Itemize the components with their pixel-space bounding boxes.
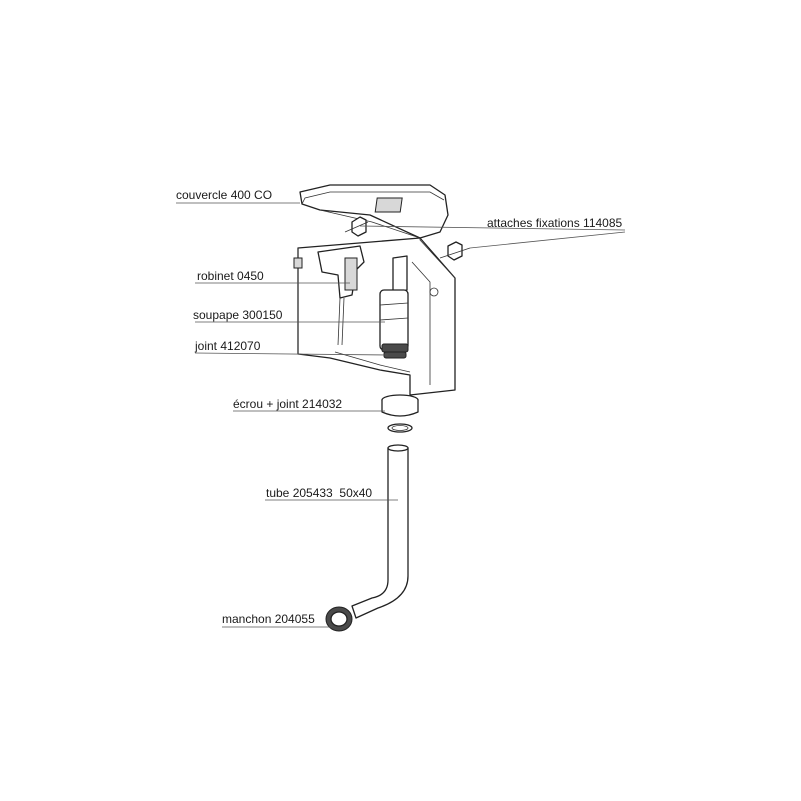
fixing-clips <box>344 216 471 261</box>
label-nut-gasket: écrou + joint 214032 <box>233 397 342 411</box>
cistern-tank <box>293 237 456 396</box>
label-valve: robinet 0450 <box>197 269 264 283</box>
flush-valve <box>379 255 409 359</box>
label-clips: attaches fixations 114085 <box>487 216 623 230</box>
fill-valve <box>317 245 365 346</box>
leader-lines <box>176 202 626 628</box>
nut-gasket <box>381 394 419 433</box>
label-tube: tube 205433 50x40 <box>266 486 372 500</box>
flush-tube <box>351 444 409 619</box>
sleeve-part <box>325 606 353 632</box>
label-flush-valve: soupape 300150 <box>193 308 283 322</box>
cover-part <box>299 184 449 239</box>
label-cover: couvercle 400 CO <box>176 188 272 202</box>
label-gasket: joint 412070 <box>194 339 261 353</box>
label-sleeve: manchon 204055 <box>222 612 315 626</box>
